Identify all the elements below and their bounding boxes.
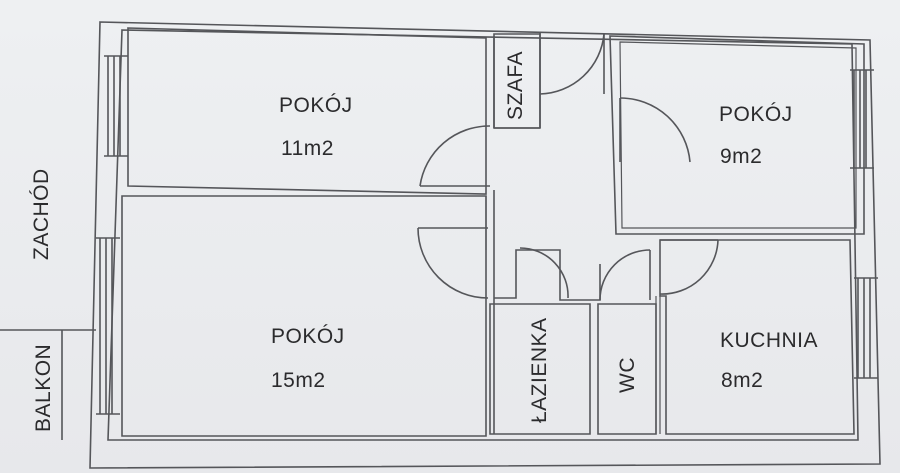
window-right-upper bbox=[850, 69, 874, 169]
room-name-pokoj-15: POKÓJ bbox=[271, 325, 345, 348]
door-swings bbox=[417, 33, 719, 301]
window-right-lower bbox=[854, 277, 878, 379]
room-area-pokoj-9: 9m2 bbox=[720, 145, 763, 168]
room-outline-pokoj-11 bbox=[127, 27, 487, 195]
balcony-outline bbox=[0, 329, 96, 440]
room-outline-lazienka bbox=[489, 303, 591, 435]
wardrobe-outline bbox=[493, 33, 541, 129]
room-name-pokoj-9: POKÓJ bbox=[719, 103, 793, 126]
room-outline-pokoj-15 bbox=[121, 195, 487, 437]
room-name-szafa: SZAFA bbox=[504, 50, 527, 120]
room-area-pokoj-15: 15m2 bbox=[271, 369, 326, 392]
room-area-pokoj-11: 11m2 bbox=[281, 137, 334, 160]
room-outline-pokoj-9 bbox=[609, 35, 865, 235]
room-area-kuchnia: 8m2 bbox=[721, 369, 764, 392]
window-left-lower bbox=[96, 237, 120, 415]
balcony-label: BALKON bbox=[32, 343, 55, 432]
room-name-wc: WC bbox=[616, 357, 639, 393]
west-direction-label: ZACHÓD bbox=[30, 168, 53, 260]
room-name-kuchnia: KUCHNIA bbox=[720, 329, 819, 352]
outer-walls bbox=[89, 21, 881, 469]
room-name-pokoj-11: POKÓJ bbox=[279, 94, 353, 117]
window-left-upper bbox=[104, 55, 128, 157]
room-name-lazienka: ŁAZIENKA bbox=[528, 317, 551, 423]
